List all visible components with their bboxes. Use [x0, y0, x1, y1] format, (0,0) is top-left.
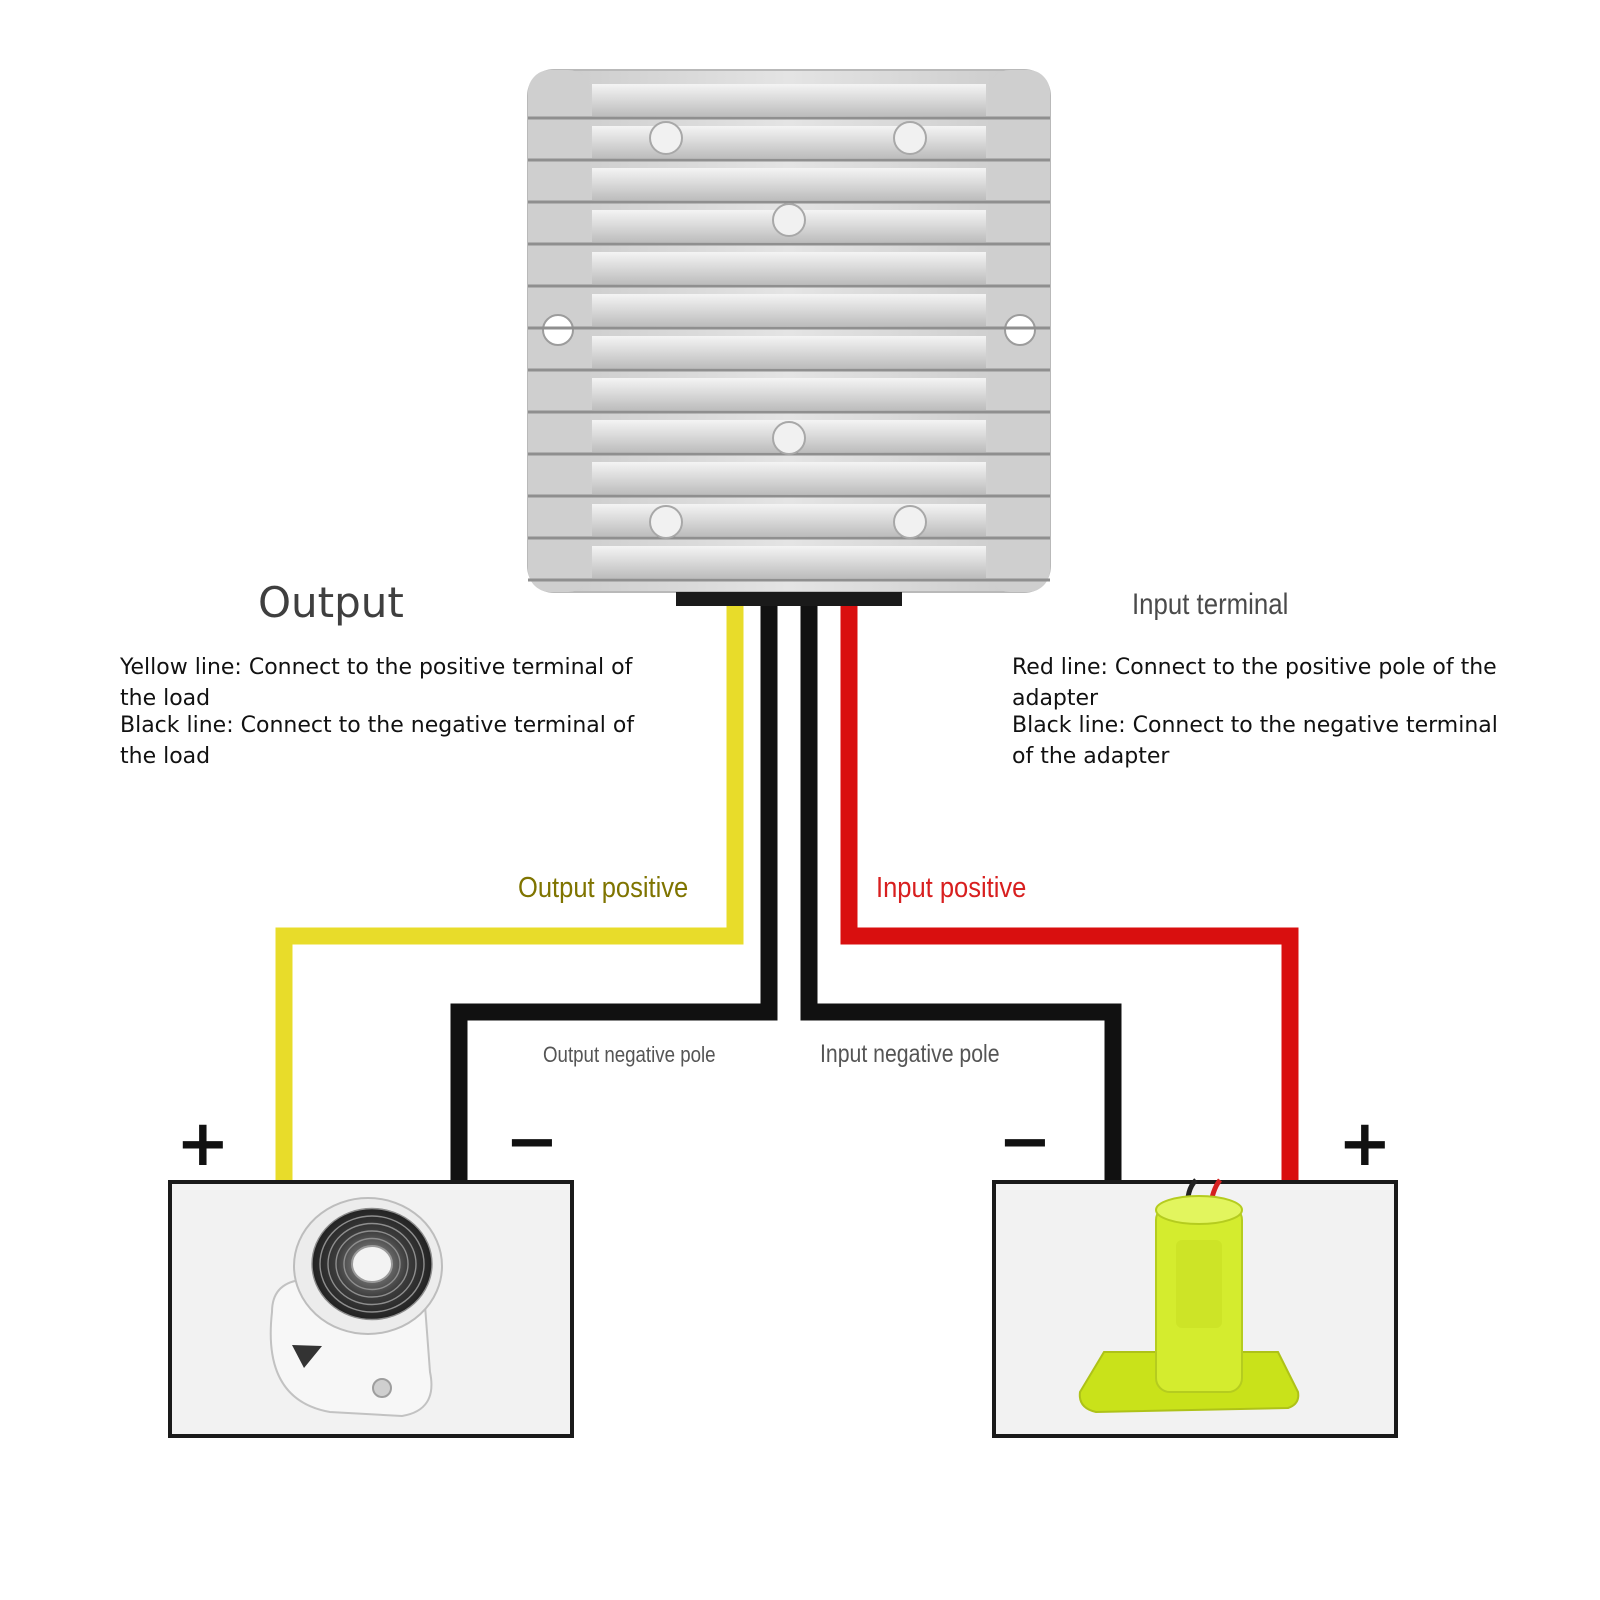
- load-minus-sign: −: [505, 1105, 559, 1179]
- black-wire-output: [450, 606, 778, 1182]
- battery-adapter-icon: [1078, 1178, 1300, 1414]
- source-plus-sign: +: [1338, 1107, 1392, 1181]
- fan-grille-ring: [327, 1222, 417, 1306]
- heatsink-fin: [592, 84, 986, 116]
- heatsink-fin: [592, 252, 986, 284]
- input-notes: Red line: Connect to the positive pole o…: [1012, 652, 1512, 772]
- dc-dc-converter-icon: [527, 69, 1051, 606]
- load-box: [168, 1180, 574, 1438]
- wires: [275, 606, 1299, 1182]
- heatsink-fin: [592, 294, 986, 326]
- source-box: [992, 1178, 1398, 1438]
- heatsink-fin: [592, 546, 986, 578]
- output-positive-label: Output positive: [518, 872, 689, 904]
- output-negative-label: Output negative pole: [543, 1042, 716, 1067]
- fan-grille-ring: [311, 1207, 433, 1321]
- load-plus-sign: +: [176, 1107, 230, 1181]
- red-wire: [840, 606, 1299, 1182]
- black-wire-input: [800, 606, 1122, 1182]
- desk-fan-icon: [269, 1197, 443, 1418]
- fan-grille-ring: [343, 1237, 401, 1291]
- heatsink-fin: [592, 462, 986, 494]
- input-note-red: Red line: Connect to the positive pole o…: [1012, 655, 1497, 711]
- output-heading: Output: [258, 578, 404, 627]
- heatsink-fin: [592, 378, 986, 410]
- fan-grille-ring: [335, 1230, 409, 1298]
- output-notes: Yellow line: Connect to the positive ter…: [120, 652, 640, 772]
- output-note-yellow: Yellow line: Connect to the positive ter…: [120, 655, 633, 711]
- yellow-wire: [275, 606, 744, 1182]
- input-positive-label: Input positive: [876, 872, 1027, 904]
- fan-grille-ring: [319, 1215, 425, 1313]
- input-heading: Input terminal: [1132, 588, 1289, 621]
- input-negative-label: Input negative pole: [820, 1040, 1000, 1068]
- input-note-black: Black line: Connect to the negative term…: [1012, 713, 1498, 769]
- heatsink-fin: [592, 336, 986, 368]
- output-note-black: Black line: Connect to the negative term…: [120, 713, 635, 769]
- heatsink-fin: [592, 168, 986, 200]
- source-minus-sign: −: [998, 1105, 1052, 1179]
